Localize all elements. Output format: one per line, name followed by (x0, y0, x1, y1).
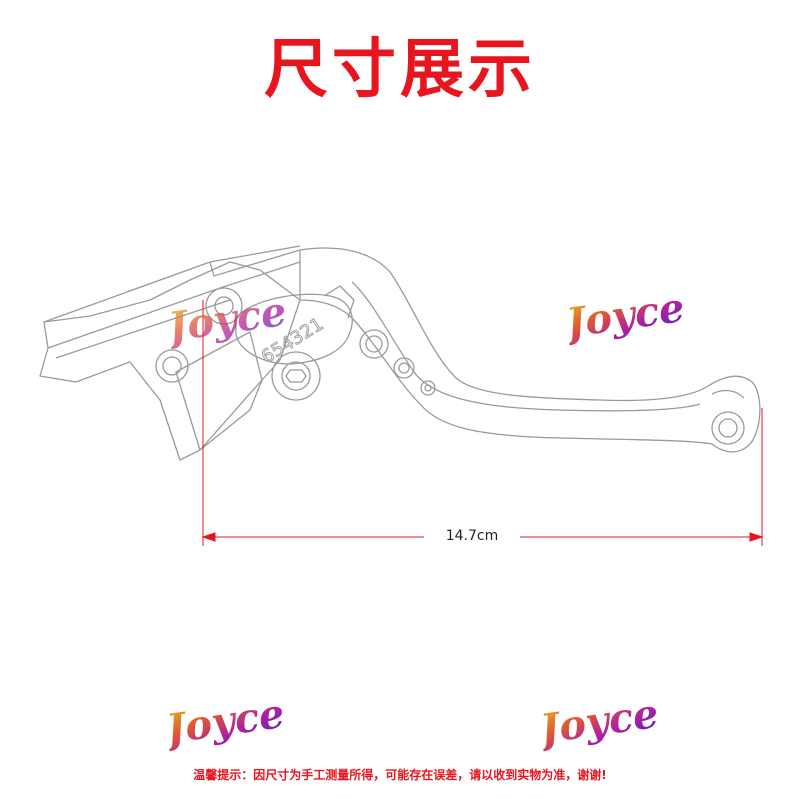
adjuster-dial (235, 293, 353, 365)
lever-blade (299, 247, 761, 453)
page-title: 尺寸展示 (264, 33, 536, 107)
tip-hole (711, 411, 745, 445)
blade-hole-2 (393, 357, 415, 379)
dimension-label: 14.7cm (424, 526, 520, 546)
pivot-bolt (205, 287, 243, 325)
arrow-left (201, 532, 216, 542)
arrow-right (749, 532, 764, 542)
blade-hole-3 (420, 380, 436, 396)
lever-mount (39, 261, 301, 461)
blade-hole-1 (359, 329, 389, 359)
footer-notice: 温馨提示：因尺寸为手工测量所得，可能存在误差，请以收到实物为准，谢谢! (193, 768, 607, 782)
mount-hole (155, 349, 189, 383)
hex-bolt (271, 351, 321, 401)
